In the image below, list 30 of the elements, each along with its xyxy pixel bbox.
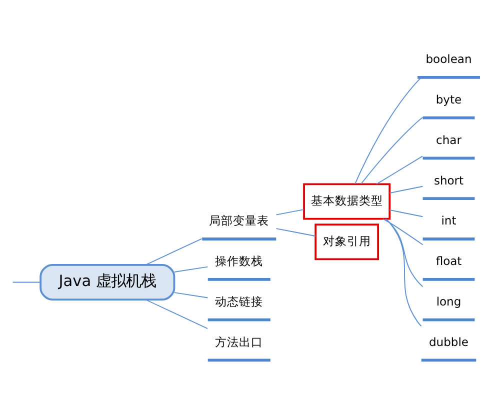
connector — [174, 266, 208, 272]
node-text: byte — [436, 92, 462, 106]
node-text: int — [441, 213, 456, 228]
connector — [389, 208, 424, 217]
connector — [386, 218, 422, 326]
connector — [145, 298, 208, 329]
node-text: short — [434, 172, 464, 187]
node-text: 操作数栈 — [215, 254, 264, 268]
connector — [385, 218, 424, 287]
node-text: 动态链接 — [215, 294, 264, 308]
node-text: 方法出口 — [215, 334, 264, 348]
connector — [276, 208, 304, 215]
node-text: char — [436, 132, 462, 146]
connector — [12, 281, 41, 282]
connector — [174, 292, 208, 298]
connector — [360, 116, 424, 184]
node-box: 基本数据类型 — [303, 182, 391, 220]
node-text: boolean — [426, 52, 472, 66]
connector — [145, 238, 202, 265]
connector — [382, 218, 424, 245]
node-box: Java 虚拟机栈 — [40, 264, 176, 300]
connector — [376, 155, 423, 184]
connector — [276, 228, 316, 236]
node-text: dubble — [428, 334, 469, 348]
connector — [354, 76, 422, 184]
node-text: 局部变量表 — [209, 213, 270, 228]
node-box: 对象引用 — [314, 223, 380, 260]
node-text: long — [436, 294, 462, 308]
node-text: float — [436, 254, 462, 268]
connector — [389, 185, 424, 194]
